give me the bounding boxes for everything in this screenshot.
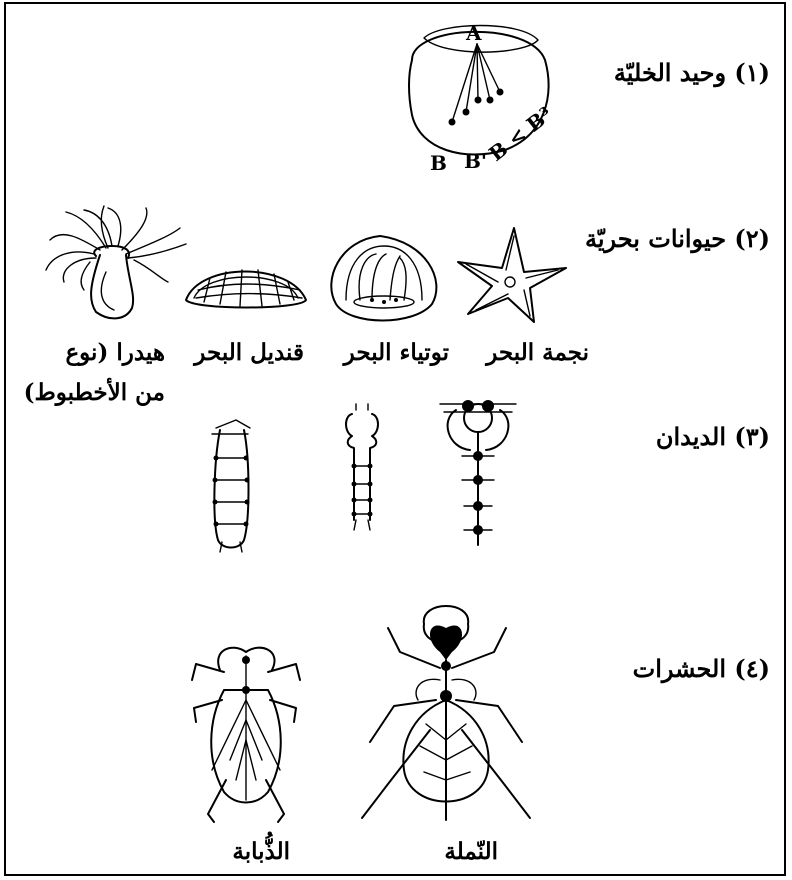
- worm-1-drawing: [212, 420, 250, 552]
- sea-urchin-drawing: [331, 236, 436, 321]
- worm-2-drawing: [346, 404, 378, 530]
- row-label-insects: (٤) الحشرات: [633, 657, 770, 681]
- caption-sea-urchin: توتياء البحر: [344, 341, 449, 364]
- caption-hydra-line2: من الأخطبوط): [24, 381, 165, 404]
- cell-point-a: A: [465, 21, 482, 45]
- cell-label-relation: B < B³: [484, 102, 557, 166]
- cell-label-b-prime: B': [464, 149, 487, 173]
- caption-hydra-line1: هيدرا (نوع: [65, 341, 165, 364]
- jellyfish-drawing: [186, 270, 306, 308]
- row-label-sea-animals: (٢) حيوانات بحريّة: [585, 227, 770, 251]
- caption-jellyfish: قنديل البحر: [194, 341, 304, 364]
- worm-3-drawing: [440, 400, 516, 545]
- caption-ant: النّملة: [444, 840, 498, 863]
- starfish-drawing: [458, 228, 566, 322]
- ant-drawing: [362, 606, 530, 820]
- fly-drawing: [192, 648, 300, 822]
- row-label-unicellular: (١) وحيد الخليّة: [614, 61, 770, 85]
- hydra-drawing: [46, 206, 186, 318]
- caption-fly: الذُّبابة: [232, 840, 290, 863]
- caption-starfish: نجمة البحر: [486, 341, 589, 364]
- cell-label-b: B: [430, 151, 447, 175]
- row-label-worms: (٣) الديدان: [656, 425, 770, 449]
- single-cell-drawing: A B B' B < B³: [409, 21, 557, 175]
